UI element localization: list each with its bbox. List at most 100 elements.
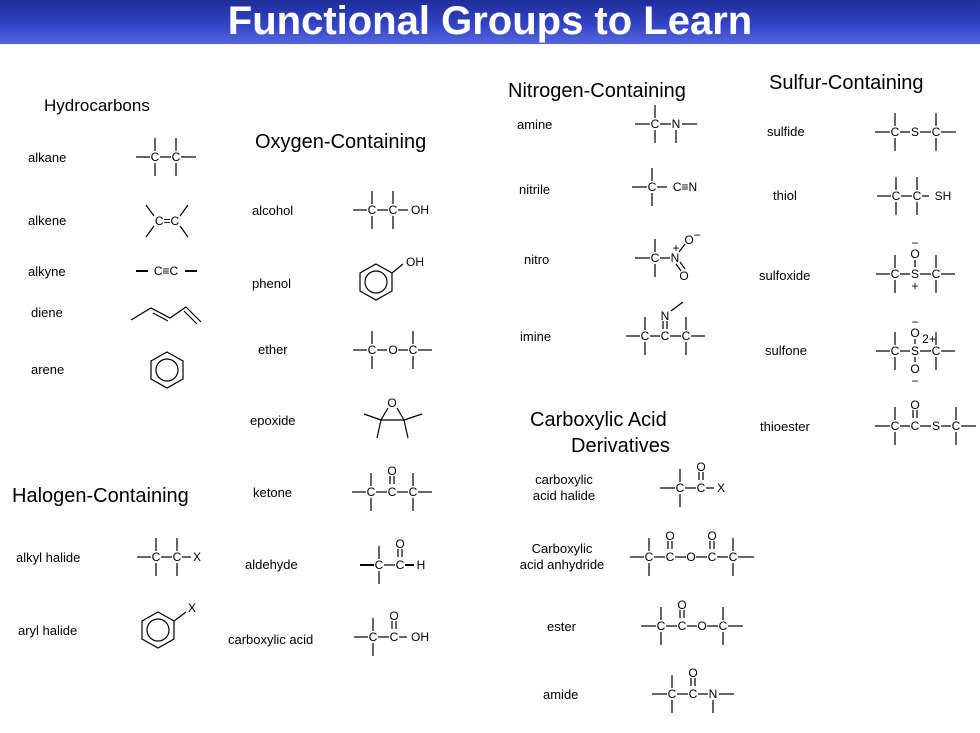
atom-c: C	[641, 329, 650, 343]
atom-c: C	[645, 550, 654, 564]
structure-amine: C N	[635, 105, 697, 143]
atom-o: O	[684, 233, 693, 247]
section-halogen: Halogen-Containing	[12, 485, 189, 507]
charge-plus: +	[672, 241, 679, 255]
atom-n: N	[671, 251, 680, 265]
structure-alkane: C C	[136, 138, 196, 176]
label-acid-halide-line2: acid halide	[532, 488, 596, 503]
atom-c: C	[651, 117, 660, 131]
label-acid-anhydride-line2: acid anhydride	[519, 557, 605, 572]
atom-o: O	[665, 529, 674, 543]
atom-oh: OH	[406, 255, 424, 269]
atom-c: C	[648, 180, 657, 194]
structure-sulfide: C S C	[875, 113, 956, 151]
section-hydrocarbons: Hydrocarbons	[44, 96, 150, 115]
structure-arene	[150, 351, 184, 389]
structure-aldehyde: C C O H	[360, 537, 425, 584]
structure-thiol: C C SH	[877, 177, 951, 215]
atom-o: O	[677, 598, 686, 612]
atom-c: C	[367, 485, 376, 499]
label-alcohol: alcohol	[252, 203, 294, 218]
label-amide: amide	[543, 687, 579, 702]
page-title: Functional Groups to Learn	[227, 0, 753, 43]
section-nitrogen: Nitrogen-Containing	[508, 80, 686, 102]
charge-minus: −	[911, 374, 918, 388]
structure-thioester: C C S C O	[875, 398, 976, 445]
atom-o: O	[395, 537, 404, 551]
atom-c: C	[368, 343, 377, 357]
structure-alkene: C=C	[145, 204, 189, 238]
atom-o: O	[696, 460, 705, 474]
atom-o: O	[910, 326, 919, 340]
atom-n: N	[709, 687, 718, 701]
label-carboxylic-acid: carboxylic acid	[228, 632, 314, 647]
atom-x: X	[188, 601, 196, 615]
atom-c: C	[389, 203, 398, 217]
atom-s: S	[911, 267, 919, 281]
label-imine: imine	[520, 329, 552, 344]
atom-c: C	[409, 485, 418, 499]
structure-nitrile: C C≡N	[632, 168, 697, 206]
atom-c: C	[729, 550, 738, 564]
atom-o: O	[910, 247, 919, 261]
structure-sulfone: C S C O O − − 2+	[876, 315, 955, 388]
label-phenol: phenol	[252, 276, 292, 291]
label-thiol: thiol	[773, 188, 797, 203]
atom-o: O	[679, 269, 688, 283]
label-aldehyde: aldehyde	[245, 557, 298, 572]
atom-c: C	[932, 344, 941, 358]
atom-h: H	[417, 558, 426, 572]
atom-oh: OH	[411, 203, 429, 217]
label-epoxide: epoxide	[250, 413, 296, 428]
structure-acid-halide: C C O X	[660, 460, 725, 507]
atom-c: C	[697, 481, 706, 495]
label-aryl-halide: aryl halide	[18, 623, 78, 638]
structure-ether: C O C	[353, 331, 432, 369]
label-alkane: alkane	[28, 150, 67, 165]
atom-c: C	[678, 619, 687, 633]
atom-c: C	[719, 619, 728, 633]
atom-o: O	[387, 396, 396, 410]
label-sulfone: sulfone	[765, 343, 807, 358]
atom-c: C	[952, 419, 961, 433]
alkene-core: C=C	[155, 214, 180, 228]
label-arene: arene	[31, 362, 65, 377]
atom-c: C	[892, 189, 901, 203]
atom-c: C	[657, 619, 666, 633]
label-nitro: nitro	[524, 252, 550, 267]
structure-diene	[130, 306, 202, 325]
atom-c: C	[369, 630, 378, 644]
atom-c: C	[368, 203, 377, 217]
atom-c: C	[891, 125, 900, 139]
structure-epoxide: O	[363, 396, 423, 439]
atom-n: N	[672, 117, 681, 131]
label-ester: ester	[547, 619, 576, 634]
atom-c: C	[911, 419, 920, 433]
atom-c: C	[891, 344, 900, 358]
atom-o: O	[388, 343, 397, 357]
atom-c: C	[375, 558, 384, 572]
structure-sulfoxide: C S C O − +	[876, 236, 955, 293]
structure-alkyne: C≡C	[136, 264, 197, 278]
charge-minus: −	[911, 315, 918, 329]
atom-x: X	[717, 481, 725, 495]
structure-imine: C C C N	[626, 301, 705, 355]
atom-c: C	[666, 550, 675, 564]
atom-c: C	[651, 251, 660, 265]
structure-carboxylic-acid: C C O OH	[354, 609, 429, 656]
atom-o: O	[686, 550, 695, 564]
atom-sh: SH	[935, 189, 952, 203]
charge-minus: −	[911, 236, 918, 250]
atom-oh: OH	[411, 630, 429, 644]
label-acid-halide-line1: carboxylic	[535, 472, 593, 487]
section-sulfur: Sulfur-Containing	[769, 72, 924, 94]
label-sulfide: sulfide	[767, 124, 805, 139]
label-ether: ether	[258, 342, 288, 357]
atom-c: C	[388, 485, 397, 499]
label-alkyl-halide: alkyl halide	[16, 550, 81, 565]
atom-o: O	[389, 609, 398, 623]
atom-c: C	[932, 267, 941, 281]
atom-c: C	[891, 267, 900, 281]
atom-o: O	[910, 362, 919, 376]
section-oxygen: Oxygen-Containing	[255, 131, 427, 153]
